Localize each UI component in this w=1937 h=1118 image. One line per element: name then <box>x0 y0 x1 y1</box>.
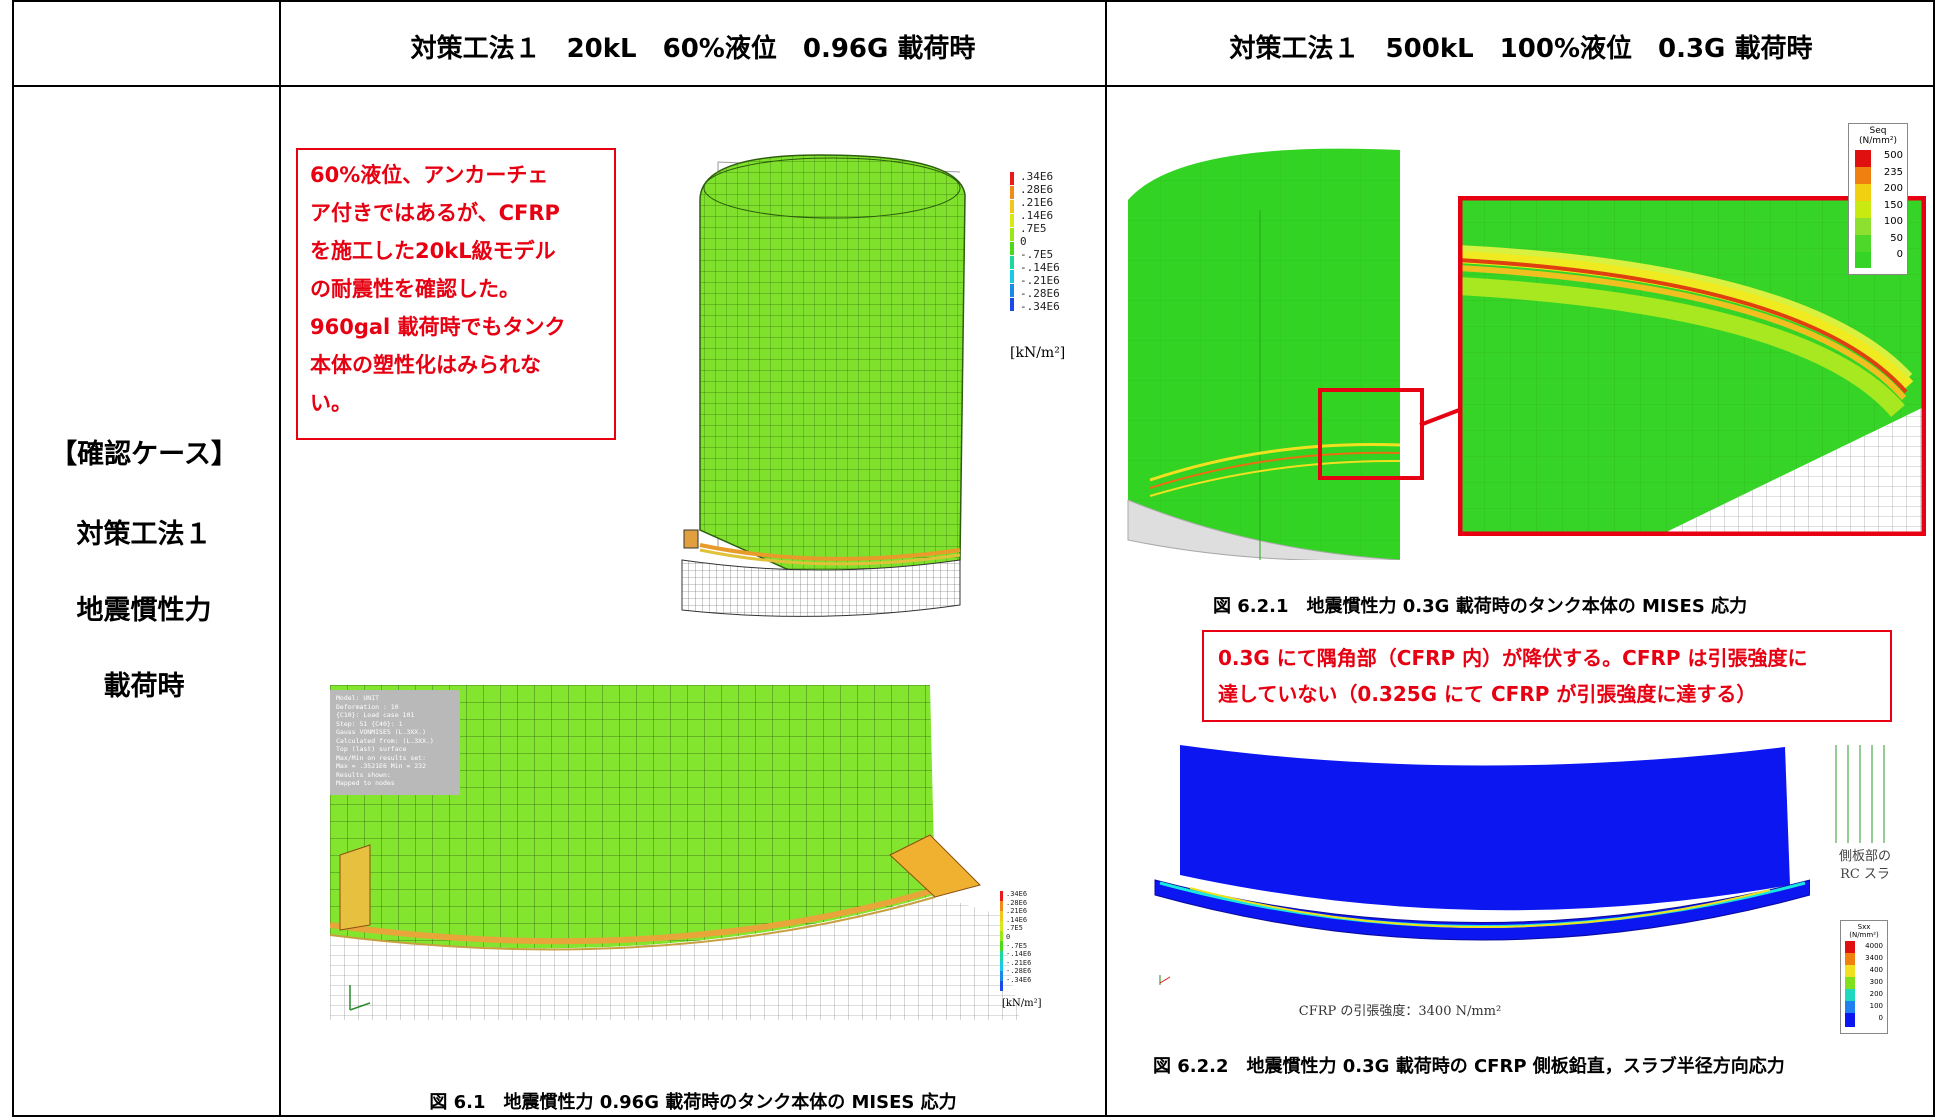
legend-value: .34E6 <box>1006 890 1028 898</box>
info-line: Model: UNIT <box>336 694 380 702</box>
left-note-line: ア付きではあるが、CFRP <box>310 201 560 225</box>
legend-value: .14E6 <box>1006 915 1028 924</box>
legend-value: .34E6 <box>1020 170 1054 183</box>
left-note-box: 60%液位、アンカーチェ ア付きではあるが、CFRP を施工した20kL級モデル… <box>296 148 616 440</box>
sxx-colorbar <box>1845 941 1855 1027</box>
legend-value: -.34E6 <box>1020 300 1060 313</box>
legend-value: .14E6 <box>1020 209 1054 222</box>
legend-unit: [kN/m²] <box>1002 998 1042 1009</box>
sxx-legend-value: 100 <box>1869 1002 1883 1010</box>
seq-legend-value: 200 <box>1883 183 1903 194</box>
legend-value: -.14E6 <box>1006 950 1032 959</box>
info-line: Results shown: <box>336 770 391 779</box>
left-note-line: 960gal 載荷時でもタンク <box>310 315 566 339</box>
legend-value: .7E5 <box>1006 924 1023 933</box>
sxx-legend-value: 400 <box>1869 966 1883 974</box>
legend-value: .21E6 <box>1020 196 1054 209</box>
sxx-legend-value: 200 <box>1869 990 1883 998</box>
seq-colorbar <box>1855 150 1871 268</box>
legend-value: -.7E5 <box>1020 248 1054 261</box>
tank-closeup-20kl <box>330 685 1020 1020</box>
info-line: Top (last) surface <box>336 745 407 753</box>
left-note-line: 本体の塑性化はみられな <box>310 353 541 377</box>
caption-fig-6-2-2: 図 6.2.2 地震慣性力 0.3G 載荷時の CFRP 側板鉛直，スラブ半径方… <box>1153 1056 1785 1077</box>
seq-legend-title: Seq (N/mm²) <box>1859 126 1897 146</box>
legend-value: -.14E6 <box>1020 261 1060 274</box>
tank-model-20kl <box>681 154 966 617</box>
seq-legend-value: 100 <box>1883 216 1903 227</box>
legend-value: -.21E6 <box>1006 958 1032 967</box>
info-line: Step: 51 {C40}: 1 <box>336 719 403 728</box>
left-note-line: 60%液位、アンカーチェ <box>310 163 549 187</box>
legend-value: -.7E5 <box>1006 941 1028 950</box>
caption-fig-6-1: 図 6.1 地震慣性力 0.96G 載荷時のタンク本体の MISES 応力 <box>429 1092 957 1113</box>
fem-info-box: Model: UNIT Deformation : 10 {C10}: Load… <box>330 690 460 795</box>
side-plate-label: 側板部の RC スラ <box>1820 848 1910 884</box>
legend-colorbar <box>1000 891 1003 991</box>
legend-value: -.28E6 <box>1020 287 1060 300</box>
right-note-line: 達していない（0.325G にて CFRP が引張強度に達する） <box>1218 682 1757 706</box>
info-line: Max/Min on results set: <box>336 753 427 762</box>
side-label-line: RC スラ <box>1840 867 1890 882</box>
sxx-legend-value: 300 <box>1869 978 1883 986</box>
sxx-legend-value: 3400 <box>1865 954 1883 962</box>
legend-value: -.28E6 <box>1006 967 1032 976</box>
left-note-line: を施工した20kL級モデル <box>310 239 556 263</box>
tank-model-500kl <box>1127 148 1401 560</box>
row-label-4: 載荷時 <box>103 671 185 702</box>
sxx-legend-value: 4000 <box>1865 942 1883 950</box>
right-note-line: 0.3G にて隅角部（CFRP 内）が降伏する。CFRP は引張強度に <box>1218 646 1808 670</box>
info-line: Calculated from: (L.3XX.) <box>336 736 434 745</box>
seq-legend-value: 0 <box>1896 249 1903 260</box>
legend-unit: [kN/m²] <box>1010 345 1066 361</box>
seq-legend: Seq (N/mm²) 500 235 200 150 100 50 0 <box>1848 123 1908 275</box>
row-label-1: 【確認ケース】 <box>50 439 238 470</box>
legend-value: .28E6 <box>1006 898 1028 907</box>
side-label-line: 側板部の <box>1838 849 1891 864</box>
side-plate-mesh-thumb <box>1826 745 1894 843</box>
row-label-2: 対策工法１ <box>76 519 212 550</box>
seq-legend-value: 150 <box>1883 199 1903 211</box>
legend-value: 0 <box>1006 932 1011 941</box>
info-line: Mapped to nodes <box>336 779 395 787</box>
legend-value: 0 <box>1020 235 1027 248</box>
highlight-region-box <box>1318 388 1424 480</box>
info-line: Max = .3521E6 Min = 232 <box>336 762 427 770</box>
cfrp-strength-text: CFRP の引張強度：3400 N/mm² <box>1298 1004 1502 1019</box>
sxx-legend-title: Sxx (N/mm²) <box>1849 923 1879 939</box>
info-line: {C10}: Load case 101 <box>336 711 415 719</box>
seq-legend-value: 235 <box>1883 166 1903 178</box>
right-note-box: 0.3G にて隅角部（CFRP 内）が降伏する。CFRP は引張強度に 達してい… <box>1202 630 1892 722</box>
row-label-3: 地震慣性力 <box>76 595 212 626</box>
header-left: 対策工法１ 20kL 60%液位 0.96G 載荷時 <box>410 34 976 64</box>
info-line: Gauss VONMISES (L.3XX.) <box>336 728 427 736</box>
legend-value: .21E6 <box>1006 907 1028 916</box>
legend-value: .28E6 <box>1020 183 1054 196</box>
cfrp-stress-model <box>1154 745 1810 985</box>
left-note-line: の耐震性を確認した。 <box>310 277 520 301</box>
caption-fig-6-2-1: 図 6.2.1 地震慣性力 0.3G 載荷時のタンク本体の MISES 応力 <box>1213 596 1748 617</box>
legend-value: .7E5 <box>1020 222 1047 235</box>
seq-legend-value: 50 <box>1890 232 1903 244</box>
sxx-legend: Sxx (N/mm²) 4000 3400 400 300 200 100 0 <box>1840 920 1888 1034</box>
legend-colorbar <box>1010 172 1014 311</box>
header-right: 対策工法１ 500kL 100%液位 0.3G 載荷時 <box>1229 34 1813 64</box>
legend-value: -.34E6 <box>1006 975 1032 984</box>
left-note-line: い。 <box>310 391 352 415</box>
legend-value: -.21E6 <box>1020 274 1060 287</box>
sxx-legend-value: 0 <box>1878 1014 1883 1022</box>
info-line: Deformation : 10 <box>336 702 399 711</box>
seq-legend-value: 500 <box>1883 150 1903 161</box>
